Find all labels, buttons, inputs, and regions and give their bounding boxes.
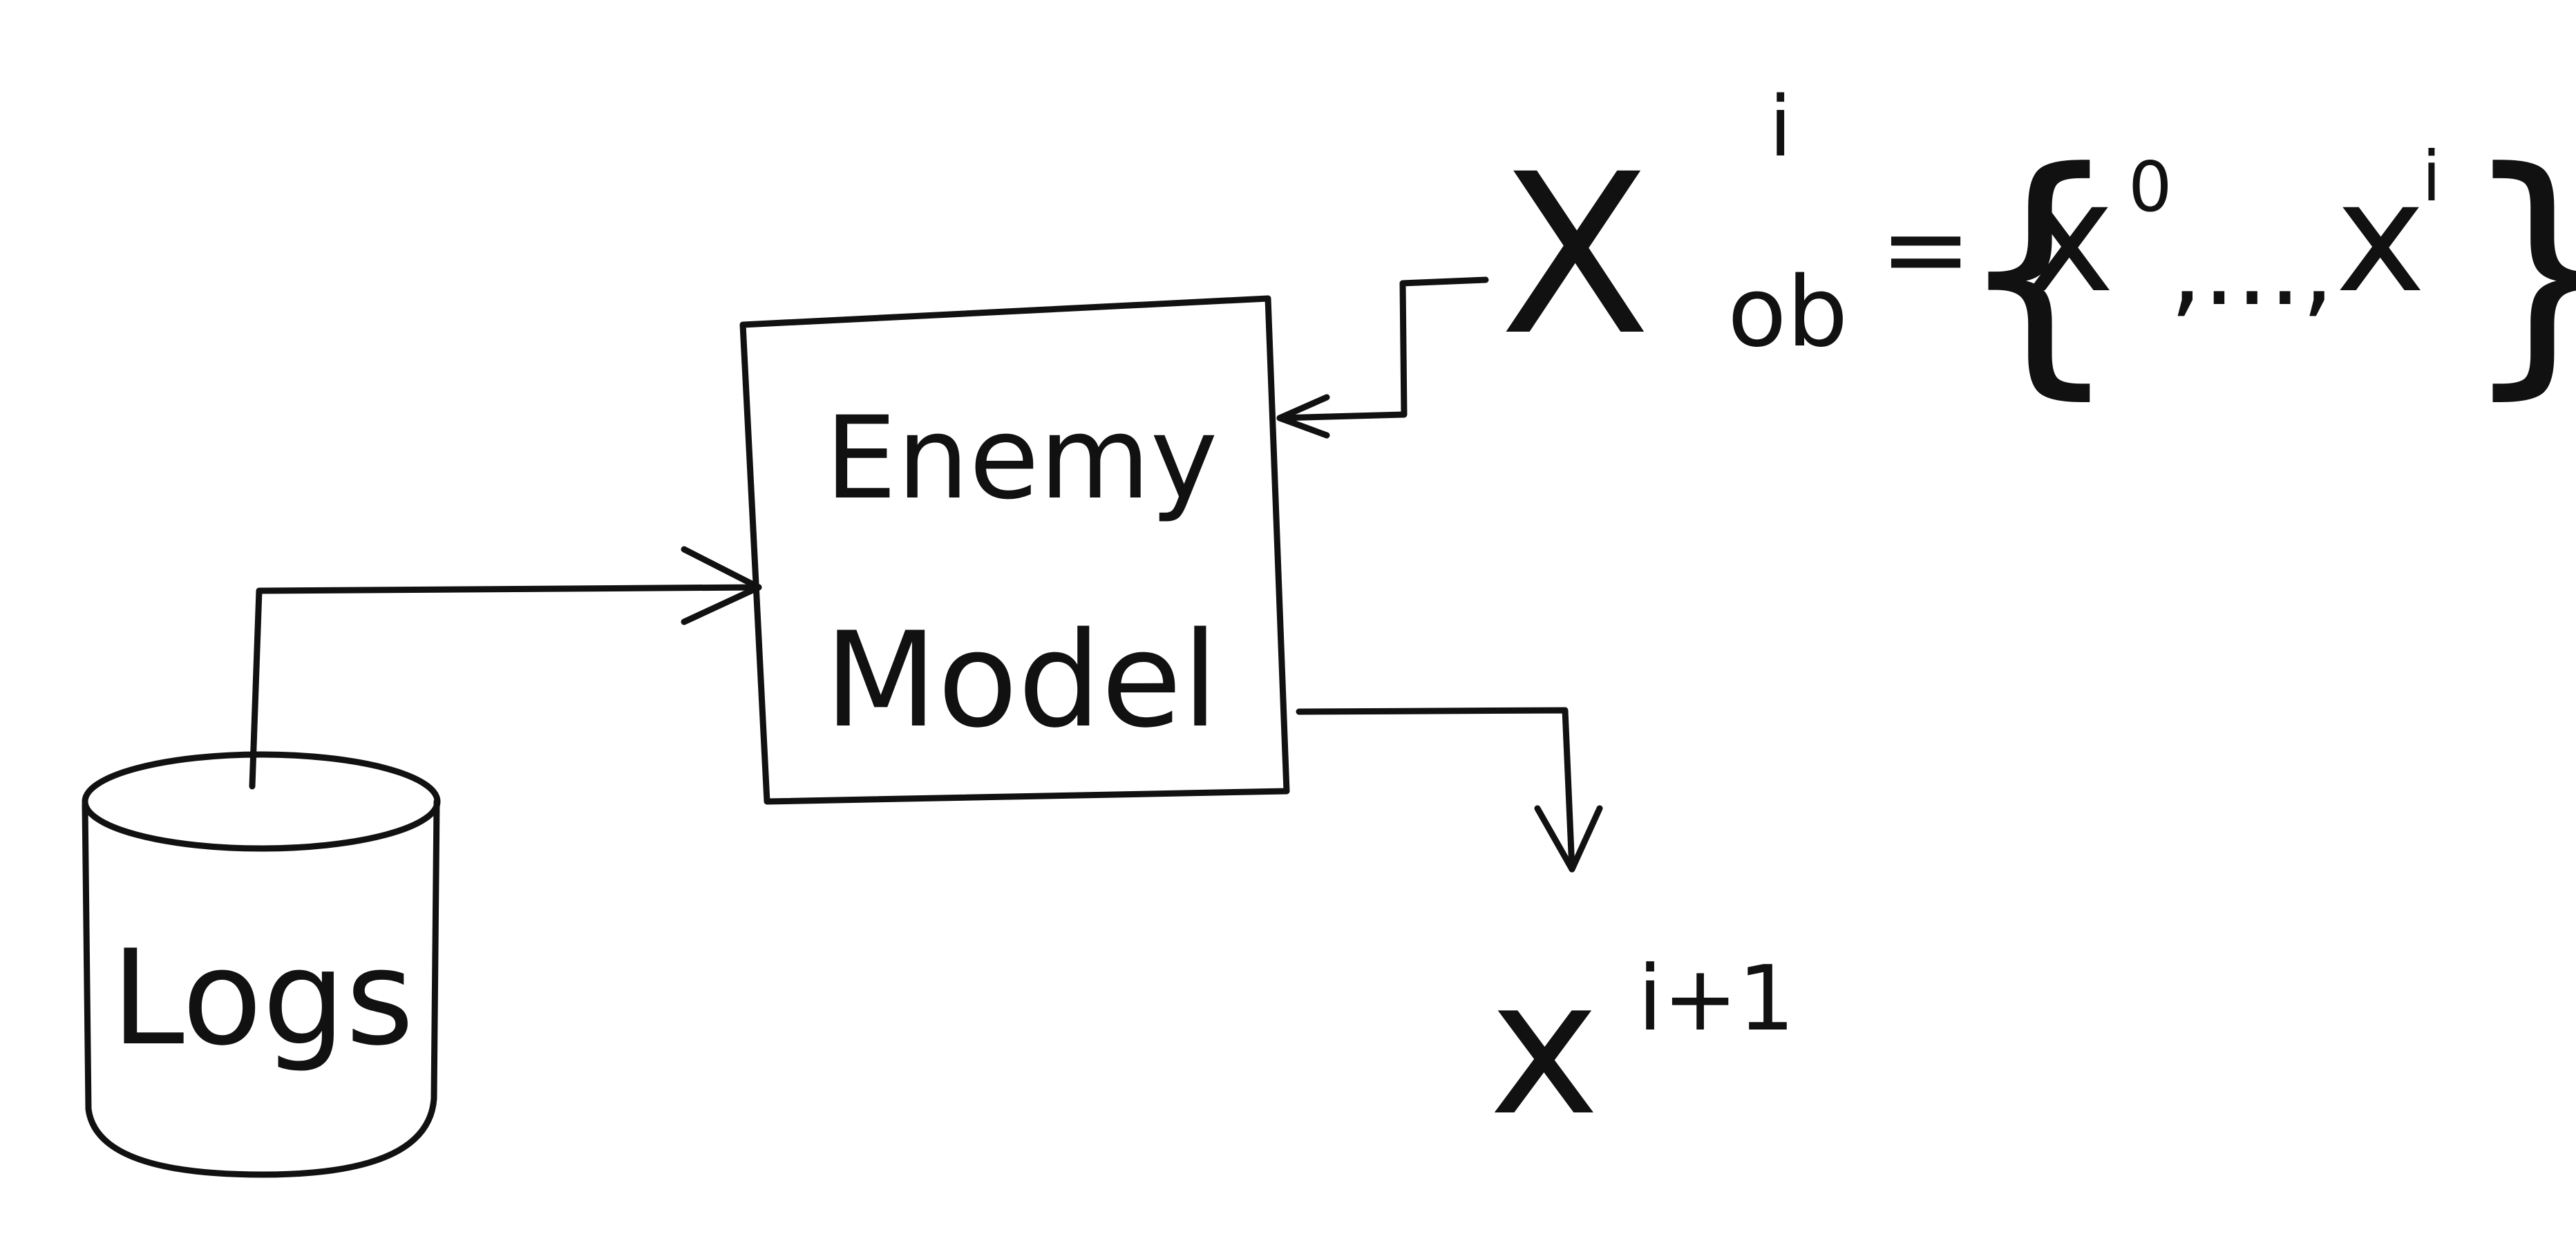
- cylinder-body: [82, 798, 440, 1178]
- enemy-model-box: Enemy Model: [739, 295, 1290, 805]
- observation-ellipsis: ,...,: [2170, 209, 2334, 329]
- last-observation-sup: i: [2422, 136, 2441, 217]
- model-to-output-arrowhead: [1534, 805, 1603, 873]
- output-symbol: x: [1489, 939, 1600, 1157]
- first-observation-sup: 0: [2128, 146, 2172, 227]
- last-observation: x: [2336, 149, 2425, 326]
- cylinder-top: [82, 751, 441, 852]
- equals-sign: =: [1879, 184, 1972, 313]
- logs-to-model-line: [249, 584, 762, 790]
- output-superscript: i+1: [1638, 946, 1795, 1051]
- logs-label: Logs: [111, 922, 414, 1074]
- output-prediction: x i+1: [1489, 939, 1795, 1157]
- observations-to-model-arrowhead: [1276, 394, 1330, 439]
- observations-formula: X i ob = { x 0 ,..., x i }: [1499, 79, 2576, 421]
- observations-symbol: X: [1499, 127, 1651, 384]
- model-to-output-line: [1296, 707, 1575, 873]
- model-label-line2: Model: [824, 604, 1218, 757]
- close-brace: }: [2460, 115, 2576, 421]
- model-box-outline: [739, 295, 1290, 805]
- observations-superscript: i: [1769, 79, 1792, 176]
- first-observation: x: [2025, 149, 2114, 326]
- model-to-output-arrow: [1296, 707, 1603, 873]
- open-brace: {: [1955, 115, 2123, 421]
- observations-to-model-arrow: [1276, 276, 1489, 439]
- observations-to-model-line: [1276, 276, 1489, 421]
- logs-database: Logs: [82, 751, 441, 1178]
- observations-subscript: ob: [1727, 256, 1848, 369]
- logs-to-model-arrow: [249, 546, 762, 790]
- model-label-line1: Enemy: [825, 392, 1218, 524]
